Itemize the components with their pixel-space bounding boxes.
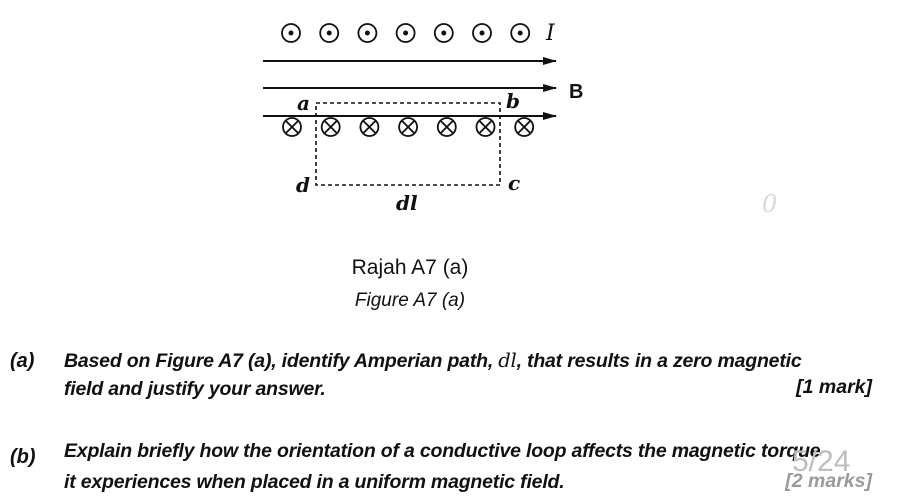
current-in-symbol — [514, 117, 535, 137]
stray-mark: 0 — [762, 190, 778, 218]
current-in-symbol — [320, 117, 341, 137]
current-out-symbol — [510, 23, 531, 43]
current-out-symbol — [357, 23, 378, 43]
amperian-path — [315, 102, 501, 186]
current-out-symbol — [395, 23, 416, 43]
current-in-symbol — [436, 117, 457, 137]
question-a-text-pre: Based on Figure A7 (a), identify Amperia… — [64, 350, 494, 372]
question-a-label: (a) — [10, 350, 35, 372]
path-label-dl: dl — [396, 191, 418, 215]
current-in-symbol — [398, 117, 419, 137]
figure-caption-malay: Rajah A7 (a) — [351, 256, 469, 279]
field-label: B — [569, 81, 583, 103]
corner-d: d — [296, 173, 310, 197]
current-into-page-row — [282, 117, 535, 137]
question-b-label: (b) — [10, 446, 36, 468]
current-label: I — [545, 21, 556, 46]
corner-a: a — [297, 91, 310, 115]
question-b-line2: it experiences when placed in a uniform … — [64, 471, 565, 493]
corner-c: c — [508, 171, 520, 195]
current-out-symbol — [433, 23, 454, 43]
question-a-marks: [1 mark] — [796, 376, 872, 398]
question-a-text-post: , that results in a zero magnetic — [516, 350, 802, 372]
current-in-symbol — [359, 117, 380, 137]
corner-b: b — [506, 89, 520, 113]
question-a-line2: field and justify your answer. — [64, 378, 326, 400]
current-out-symbol — [319, 23, 340, 43]
question-a-symbol: dl — [498, 349, 517, 372]
question-b-line1: Explain briefly how the orientation of a… — [64, 440, 821, 462]
figure-caption-english: Figure A7 (a) — [354, 290, 466, 311]
question-a-line1: Based on Figure A7 (a), identify Amperia… — [64, 349, 802, 373]
current-out-of-page-row — [281, 23, 531, 43]
figure-a7a: I B a b d c dl — [263, 21, 583, 215]
page-number: 5/24 — [792, 445, 851, 478]
current-in-symbol — [475, 117, 496, 137]
current-in-symbol — [282, 117, 302, 137]
question-b-marks: [2 marks] — [785, 470, 872, 492]
current-out-symbol — [472, 23, 492, 43]
current-out-symbol — [281, 23, 301, 43]
